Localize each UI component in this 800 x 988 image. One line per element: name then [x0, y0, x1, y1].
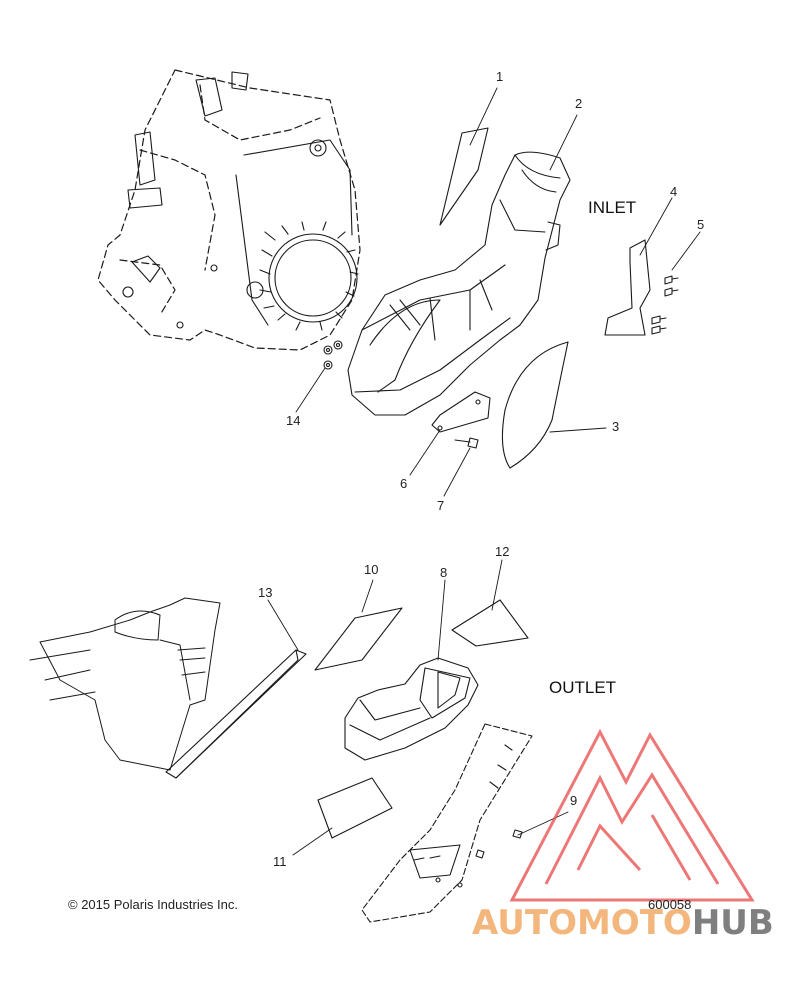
callout-8: 8: [440, 565, 448, 580]
part-13-strip: [165, 649, 307, 779]
part-10-pad: [314, 607, 403, 671]
watermark-text-part-2: HUB: [691, 903, 774, 943]
watermark-text-part-1: AUTOMOTO: [472, 903, 692, 943]
part-12-pad: [451, 599, 529, 647]
copyright-text: © 2015 Polaris Industries Inc.: [68, 897, 238, 912]
body-outline: [29, 597, 221, 771]
callout-9: 9: [570, 793, 578, 808]
part-3-screen: [501, 341, 569, 469]
figure-number: 600058: [648, 897, 692, 912]
watermark-logo: [509, 728, 755, 902]
callout-11: 11: [273, 854, 287, 869]
leader-lines: [267, 87, 701, 856]
engine-outline: [97, 69, 361, 351]
engine-details: [122, 71, 359, 331]
callout-14: 14: [286, 413, 301, 428]
part-2-inlet-duct: [347, 151, 571, 416]
callout-4: 4: [670, 184, 678, 199]
callout-5: 5: [697, 217, 705, 232]
part-14-washers: [323, 340, 343, 370]
callout-2: 2: [575, 96, 583, 111]
part-1-screen: [439, 127, 489, 226]
outlet-label: OUTLET: [549, 678, 617, 697]
part-8-outlet-duct: [344, 657, 479, 761]
callout-7: 7: [437, 498, 445, 513]
part-9-details: [409, 744, 523, 888]
part-6-bracket: [431, 391, 491, 433]
callout-1: 1: [496, 69, 504, 84]
callout-10: 10: [364, 562, 379, 577]
callout-3: 3: [612, 419, 620, 434]
part-9-panel: [361, 723, 533, 923]
part-4-bracket: [604, 239, 651, 336]
part-5-screws: [651, 275, 679, 335]
callout-12: 12: [495, 544, 510, 559]
callout-13: 13: [258, 585, 273, 600]
inlet-label: INLET: [588, 198, 637, 217]
part-7-bolt: [454, 437, 479, 449]
callout-6: 6: [400, 476, 408, 491]
watermark-text: AUTOMOTOHUB: [472, 906, 774, 940]
part-11-pad: [317, 777, 393, 839]
